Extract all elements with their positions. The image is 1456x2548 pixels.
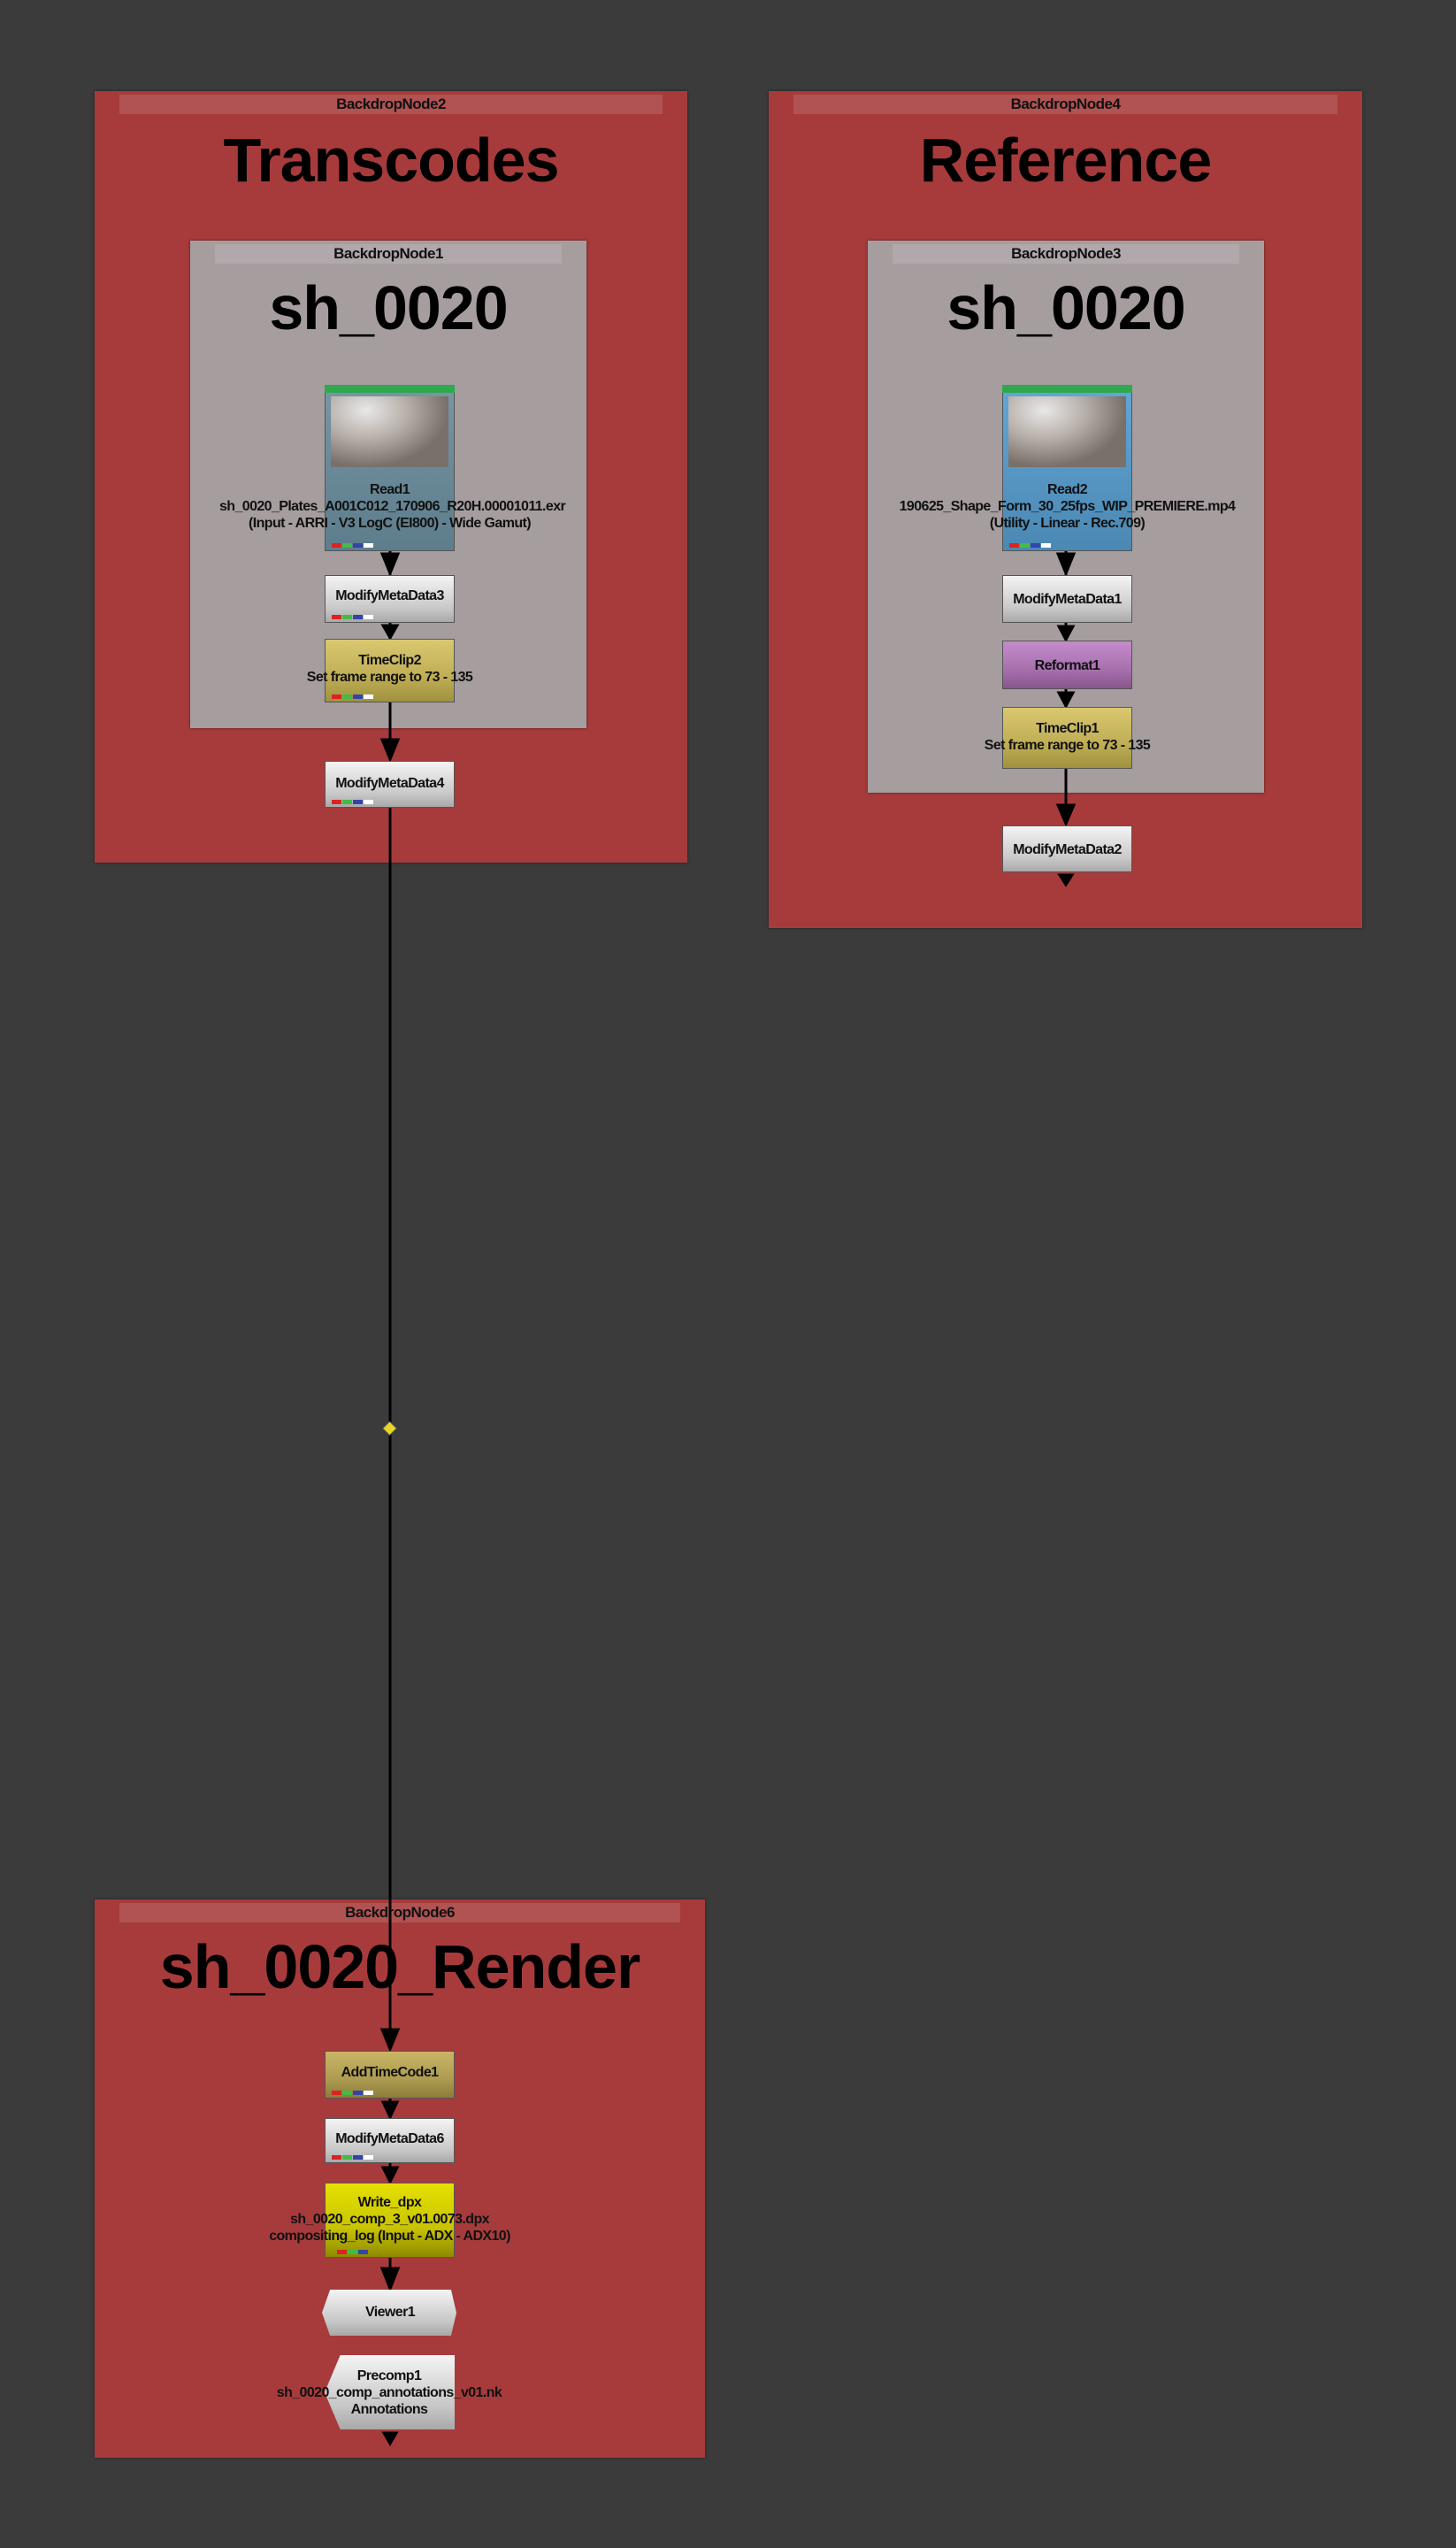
- node-label: TimeClip1 Set frame range to 73 - 135: [897, 720, 1238, 754]
- node-colorspace: (Input - ARRI - V3 LogC (EI800) - Wide G…: [249, 516, 532, 531]
- node-modifymetadata1[interactable]: ModifyMetaData1: [1002, 575, 1132, 623]
- node-modifymetadata2[interactable]: ModifyMetaData2: [1002, 825, 1132, 872]
- node-name: Precomp1: [356, 2368, 422, 2383]
- node-info: Set frame range to 73 - 135: [984, 738, 1151, 753]
- node-modifymetadata4[interactable]: ModifyMetaData4: [325, 761, 455, 808]
- node-file: sh_0020_comp_3_v01.0073.dpx: [290, 2212, 489, 2227]
- node-read2[interactable]: Read2 190625_Shape_Form_30_25fps_WIP_PRE…: [900, 385, 1236, 551]
- node-modifymetadata6[interactable]: ModifyMetaData6: [325, 2118, 455, 2163]
- node-status-bar: [325, 385, 455, 393]
- node-info: Set frame range to 73 - 135: [306, 670, 473, 685]
- backdrop-label: BackdropNode6: [345, 1904, 455, 1921]
- node-thumbnail: [331, 396, 448, 467]
- channel-chips: [1008, 543, 1053, 548]
- node-read1[interactable]: Read1 sh_0020_Plates_A001C012_170906_R20…: [219, 385, 566, 551]
- edge-dot: [382, 1421, 397, 1436]
- backdrop-title: sh_0020: [946, 273, 1185, 342]
- node-name: Write_dpx: [357, 2195, 422, 2210]
- backdrop-title: Reference: [919, 126, 1213, 195]
- channel-chips: [331, 800, 375, 804]
- backdrop-label: BackdropNode4: [1010, 96, 1121, 112]
- node-name: ModifyMetaData2: [1013, 842, 1122, 857]
- node-timeclip1[interactable]: TimeClip1 Set frame range to 73 - 135: [985, 707, 1151, 769]
- node-modifymetadata3[interactable]: ModifyMetaData3: [325, 575, 455, 623]
- channel-chips: [331, 2091, 375, 2095]
- node-label: Write_dpx sh_0020_comp_3_v01.0073.dpx co…: [219, 2194, 560, 2245]
- node-thumbnail: [1008, 396, 1126, 467]
- channel-chips: [331, 2155, 375, 2160]
- node-label: Read1 sh_0020_Plates_A001C012_170906_R20…: [219, 481, 566, 532]
- backdrop-title-bar[interactable]: [893, 244, 1239, 264]
- node-write-dpx[interactable]: Write_dpx sh_0020_comp_3_v01.0073.dpx co…: [269, 2183, 510, 2258]
- node-name: Read1: [369, 482, 410, 497]
- node-name: ModifyMetaData4: [335, 776, 444, 791]
- channel-chips: [331, 615, 375, 619]
- backdrop-label: BackdropNode1: [333, 245, 443, 262]
- node-status-bar: [1002, 385, 1132, 393]
- node-timeclip2[interactable]: TimeClip2 Set frame range to 73 - 135: [307, 639, 473, 702]
- node-colorspace: compositing_log (Input - ADX - ADX10): [269, 2229, 510, 2244]
- node-label: TimeClip2 Set frame range to 73 - 135: [219, 652, 560, 686]
- node-precomp1[interactable]: [325, 2355, 455, 2429]
- backdrop-title: Transcodes: [223, 126, 559, 195]
- channel-chips: [331, 695, 375, 699]
- backdrop-label: BackdropNode2: [336, 96, 446, 112]
- backdrop-title: sh_0020: [269, 273, 508, 342]
- node-name: TimeClip2: [358, 653, 421, 668]
- viewer-label: Viewer1: [365, 2305, 416, 2320]
- node-file: sh_0020_comp_annotations_v01.nk: [276, 2385, 502, 2400]
- node-viewer1[interactable]: [322, 2290, 456, 2336]
- channel-chips: [331, 2250, 375, 2254]
- channel-chips: [331, 543, 375, 548]
- node-name: ModifyMetaData1: [1013, 592, 1122, 607]
- node-name: TimeClip1: [1036, 721, 1099, 736]
- node-colorspace: (Utility - Linear - Rec.709): [989, 516, 1146, 531]
- backdrop-label: BackdropNode3: [1011, 245, 1121, 262]
- backdrop-title-bar[interactable]: [119, 95, 663, 114]
- node-info: Annotations: [350, 2402, 428, 2417]
- precomp-label: Precomp1 sh_0020_comp_annotations_v01.nk…: [212, 2368, 566, 2418]
- backdrop-title-bar[interactable]: [119, 1903, 680, 1923]
- node-name: AddTimeCode1: [341, 2065, 439, 2080]
- node-addtimecode1[interactable]: AddTimeCode1: [325, 2051, 455, 2099]
- node-file: sh_0020_Plates_A001C012_170906_R20H.0000…: [219, 499, 566, 514]
- node-file: 190625_Shape_Form_30_25fps_WIP_PREMIERE.…: [899, 499, 1236, 514]
- node-name: Read2: [1046, 482, 1088, 497]
- node-name: ModifyMetaData6: [335, 2131, 444, 2146]
- backdrop-title-bar[interactable]: [793, 95, 1337, 114]
- backdrop-title: sh_0020_Render: [159, 1932, 640, 2001]
- node-reformat1[interactable]: Reformat1: [1002, 641, 1132, 689]
- backdrop-title-bar[interactable]: [215, 244, 562, 264]
- node-name: ModifyMetaData3: [335, 588, 444, 603]
- node-name: Reformat1: [1034, 658, 1100, 673]
- node-label: Read2 190625_Shape_Form_30_25fps_WIP_PRE…: [897, 481, 1238, 532]
